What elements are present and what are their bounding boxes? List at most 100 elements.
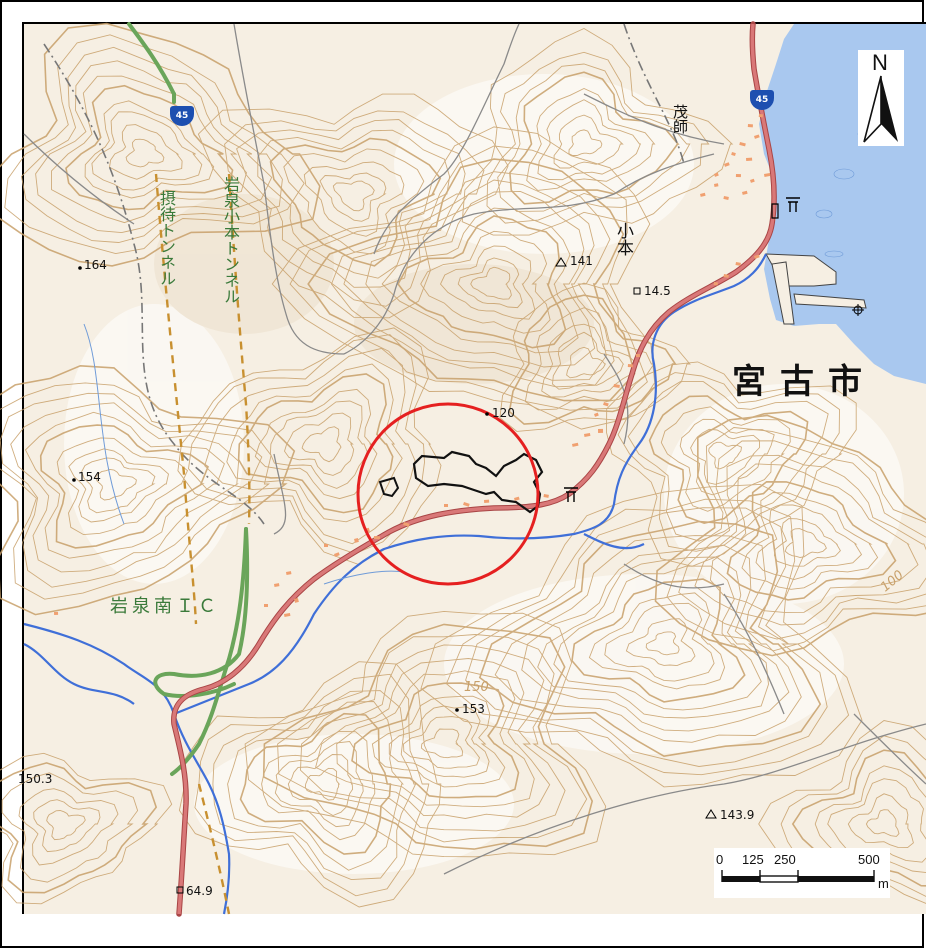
contour-line [678, 440, 926, 640]
contour-line [300, 644, 566, 832]
contour-line [371, 695, 506, 788]
contour-label: 150 [464, 680, 489, 695]
contour-line [33, 799, 101, 853]
contour-line [708, 441, 742, 470]
building [724, 162, 730, 167]
ridge-boundary [43, 23, 685, 525]
elevation-label: 141 [570, 254, 593, 268]
scale-bar-graphic [721, 870, 875, 883]
contour-line [283, 148, 425, 255]
lighthouse-icon [852, 304, 864, 316]
building [741, 190, 748, 195]
contour-line [847, 793, 914, 849]
building [723, 274, 729, 278]
contour-line [420, 483, 863, 788]
study-area-outline [412, 450, 544, 514]
contour-line [388, 705, 490, 778]
scale-tick-label: 500 [858, 852, 880, 867]
contour-line [397, 215, 567, 349]
building [583, 432, 591, 437]
contour-line [212, 690, 417, 881]
building [484, 499, 490, 503]
contour-line [237, 373, 394, 514]
town-label-kobon: 小本 [613, 222, 633, 256]
building [746, 157, 753, 161]
contour-line [508, 294, 677, 425]
temple-icon [771, 203, 779, 219]
contour-line [568, 129, 603, 156]
elevation-label: 120 [492, 406, 515, 420]
building [594, 412, 599, 417]
tunnel-label-iwaizumi-kobon: 岩泉小本トンネル [221, 176, 240, 304]
elevation-label: 14.5 [644, 284, 671, 298]
contour-line [494, 535, 802, 743]
contour-line [271, 126, 656, 430]
building [627, 363, 633, 368]
contour-line [56, 437, 189, 536]
building [731, 152, 736, 156]
elevation-label: 64.9 [186, 884, 213, 898]
contour-line [420, 230, 551, 334]
contour-line [35, 60, 273, 234]
building [713, 281, 718, 286]
contour-line [0, 364, 296, 616]
building [714, 172, 719, 177]
contour-line [726, 480, 897, 601]
route-shield-45-east: 45 [750, 90, 774, 110]
contour-line [257, 129, 451, 279]
building [294, 597, 299, 603]
contour-line [46, 810, 86, 841]
contour-line [694, 454, 926, 626]
contour-line [791, 749, 926, 887]
building [758, 113, 763, 118]
north-arrow-icon [863, 75, 898, 143]
contour-line [865, 809, 900, 837]
elevation-label: 143.9 [720, 808, 755, 822]
contour-line [343, 179, 607, 381]
contour-line [537, 556, 769, 719]
benchmark-points [176, 287, 641, 894]
contour-line [679, 418, 775, 496]
building [747, 123, 753, 128]
minor-roads [23, 23, 926, 875]
route-shield-label: 45 [175, 111, 189, 121]
contour-line [660, 406, 791, 512]
contour-line [627, 381, 829, 542]
building [264, 604, 268, 607]
contour-line [690, 428, 761, 485]
contour-line [10, 402, 240, 573]
scale-tick-label: 250 [774, 852, 796, 867]
tunnels [154, 173, 251, 915]
contour-line [244, 610, 607, 858]
contour-line [526, 88, 656, 191]
building [635, 354, 640, 358]
route-shield-45-west: 45 [170, 106, 194, 126]
town-label-moshi: 茂師 [671, 104, 689, 134]
building [714, 183, 719, 187]
topographic-map[interactable]: 45 45 宮古市 小本 茂師 岩泉南ＩＣ 摂待トンネル 岩泉小本トンネル 16… [0, 21, 926, 917]
contour-line [654, 414, 926, 657]
building [274, 583, 280, 587]
interchange-label: 岩泉南ＩＣ [110, 596, 220, 617]
scale-bar: 0 125 250 500 m [714, 848, 890, 898]
contour-line [604, 602, 715, 682]
contour-line [827, 778, 926, 863]
contour-line [709, 463, 919, 613]
contour-line [470, 266, 512, 300]
contour-line [666, 427, 926, 652]
contour-line [332, 180, 375, 212]
building [754, 134, 760, 139]
contour-line [758, 720, 926, 904]
contour-line [277, 634, 588, 843]
contour-line [261, 730, 376, 841]
contour-line [541, 323, 639, 398]
map-canvas [0, 21, 926, 917]
elevation-label: 150.3 [18, 772, 53, 786]
contour-line [4, 34, 305, 255]
elevation-label: 164 [84, 258, 107, 272]
contour-line [588, 592, 726, 690]
tunnel-label-settai: 摂待トンネル [157, 190, 176, 286]
building [53, 611, 59, 615]
building [735, 174, 741, 178]
